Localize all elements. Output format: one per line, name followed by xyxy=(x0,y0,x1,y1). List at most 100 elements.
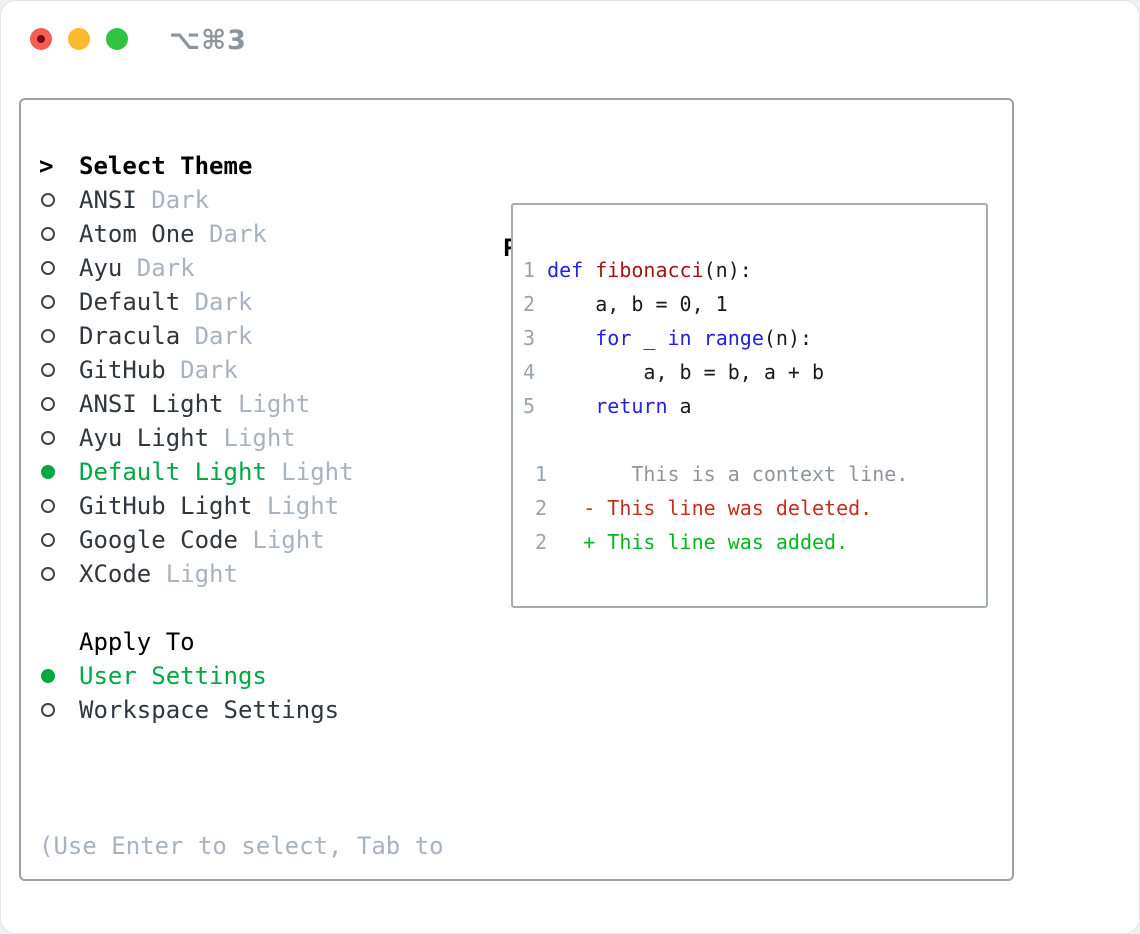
theme-option[interactable]: XCode Light xyxy=(39,557,479,591)
preview-code-line xyxy=(523,423,986,457)
theme-option[interactable]: ANSI Dark xyxy=(39,183,479,217)
theme-name: GitHub Light xyxy=(79,492,253,520)
close-button[interactable] xyxy=(30,28,52,50)
close-button-dot xyxy=(37,35,45,43)
preview-code-line: 5 return a xyxy=(523,389,986,423)
line-number: 2 xyxy=(523,530,548,554)
theme-name: Ayu Light xyxy=(79,424,210,452)
focus-caret-icon: > xyxy=(39,152,54,180)
theme-option[interactable]: Ayu Dark xyxy=(39,251,479,285)
code-segment-keyword: return xyxy=(595,394,668,418)
theme-option[interactable]: Default Light Light xyxy=(39,455,479,489)
code-segment-plain: a, b = b, a + b xyxy=(547,360,825,384)
maximize-button[interactable] xyxy=(106,28,128,50)
theme-name: ANSI Light xyxy=(79,390,224,418)
code-segment-plain: (n): xyxy=(703,258,752,282)
help-text: (Use Enter to select, Tab to change focu… xyxy=(39,761,479,933)
theme-variant-tag: Dark xyxy=(165,356,238,384)
preview-code-line: 1 def fibonacci(n): xyxy=(523,253,986,287)
theme-variant-tag: Dark xyxy=(122,254,195,282)
radio-column xyxy=(39,329,79,343)
preview-code-line: 1 This is a context line. xyxy=(523,457,986,491)
code-segment-keyword: for xyxy=(595,326,632,350)
theme-variant-tag: Light xyxy=(237,526,325,554)
apply-to-header: Apply To xyxy=(39,625,479,659)
theme-option[interactable]: GitHub Light Light xyxy=(39,489,479,523)
radio-selected-icon[interactable] xyxy=(41,465,55,479)
theme-option[interactable]: Default Dark xyxy=(39,285,479,319)
preview-code-line: 4 a, b = b, a + b xyxy=(523,355,986,389)
line-number: 3 xyxy=(523,326,548,350)
code-segment-plain: _ xyxy=(631,326,668,350)
theme-variant-tag: Light xyxy=(209,424,296,452)
radio-icon[interactable] xyxy=(41,227,55,241)
radio-column xyxy=(39,533,79,547)
radio-icon[interactable] xyxy=(41,193,55,207)
theme-option[interactable]: Ayu Light Light xyxy=(39,421,479,455)
radio-column xyxy=(39,397,79,411)
help-line-1: (Use Enter to select, Tab to xyxy=(39,832,444,860)
code-segment-plain: (n): xyxy=(763,326,813,350)
theme-option[interactable]: Google Code Light xyxy=(39,523,479,557)
radio-column xyxy=(39,567,79,581)
theme-variant-tag: Light xyxy=(151,560,238,588)
radio-icon[interactable] xyxy=(41,329,55,343)
theme-name: GitHub xyxy=(79,356,166,384)
radio-column xyxy=(39,499,79,513)
radio-icon[interactable] xyxy=(41,261,55,275)
code-segment-plain: a xyxy=(667,394,692,418)
line-number: 1 xyxy=(523,462,548,486)
radio-icon[interactable] xyxy=(41,295,55,309)
theme-name: ANSI xyxy=(79,186,137,214)
code-segment-function: fibonacci xyxy=(595,258,704,282)
radio-column xyxy=(39,669,79,683)
code-segment-keyword: range xyxy=(703,326,764,350)
line-number: 4 xyxy=(523,360,548,384)
minimize-button[interactable] xyxy=(68,28,90,50)
preview-code-line: 3 for _ in range(n): xyxy=(523,321,986,355)
theme-name: Atom One xyxy=(79,220,195,248)
theme-variant-tag: Light xyxy=(252,492,340,520)
theme-variant-tag: Dark xyxy=(194,220,267,248)
radio-icon[interactable] xyxy=(41,703,55,717)
theme-variant-tag: Light xyxy=(266,458,354,486)
theme-option[interactable]: Atom One Dark xyxy=(39,217,479,251)
apply-to-label: Apply To xyxy=(79,628,195,656)
code-segment-plain xyxy=(547,394,595,418)
code-segment-keyword: def xyxy=(547,258,596,282)
line-number: 2 xyxy=(523,496,548,520)
radio-column xyxy=(39,465,79,479)
radio-column xyxy=(39,193,79,207)
radio-selected-icon[interactable] xyxy=(41,669,55,683)
apply-to-option-label: Workspace Settings xyxy=(79,696,340,724)
theme-name: Ayu xyxy=(79,254,123,282)
titlebar: ⌥⌘3 xyxy=(1,1,1139,77)
theme-option[interactable]: ANSI Light Light xyxy=(39,387,479,421)
radio-icon[interactable] xyxy=(41,499,55,513)
theme-option[interactable]: Dracula Dark xyxy=(39,319,479,353)
radio-icon[interactable] xyxy=(41,431,55,445)
code-segment-keyword: in xyxy=(667,326,692,350)
radio-icon[interactable] xyxy=(41,397,55,411)
radio-icon[interactable] xyxy=(41,363,55,377)
radio-icon[interactable] xyxy=(41,567,55,581)
code-segment-deleted: - This line was deleted. xyxy=(547,496,873,520)
preview-code-line: 2 + This line was added. xyxy=(523,525,986,559)
apply-to-option[interactable]: Workspace Settings xyxy=(39,693,479,727)
theme-variant-tag: Dark xyxy=(136,186,210,214)
apply-to-option[interactable]: User Settings xyxy=(39,659,479,693)
spacer xyxy=(39,591,479,625)
theme-variant-tag: Dark xyxy=(180,322,253,350)
theme-option[interactable]: GitHub Dark xyxy=(39,353,479,387)
radio-column xyxy=(39,363,79,377)
radio-column xyxy=(39,227,79,241)
theme-name: Dracula xyxy=(79,322,181,350)
select-theme-header: > Select Theme xyxy=(39,149,479,183)
radio-icon[interactable] xyxy=(41,533,55,547)
